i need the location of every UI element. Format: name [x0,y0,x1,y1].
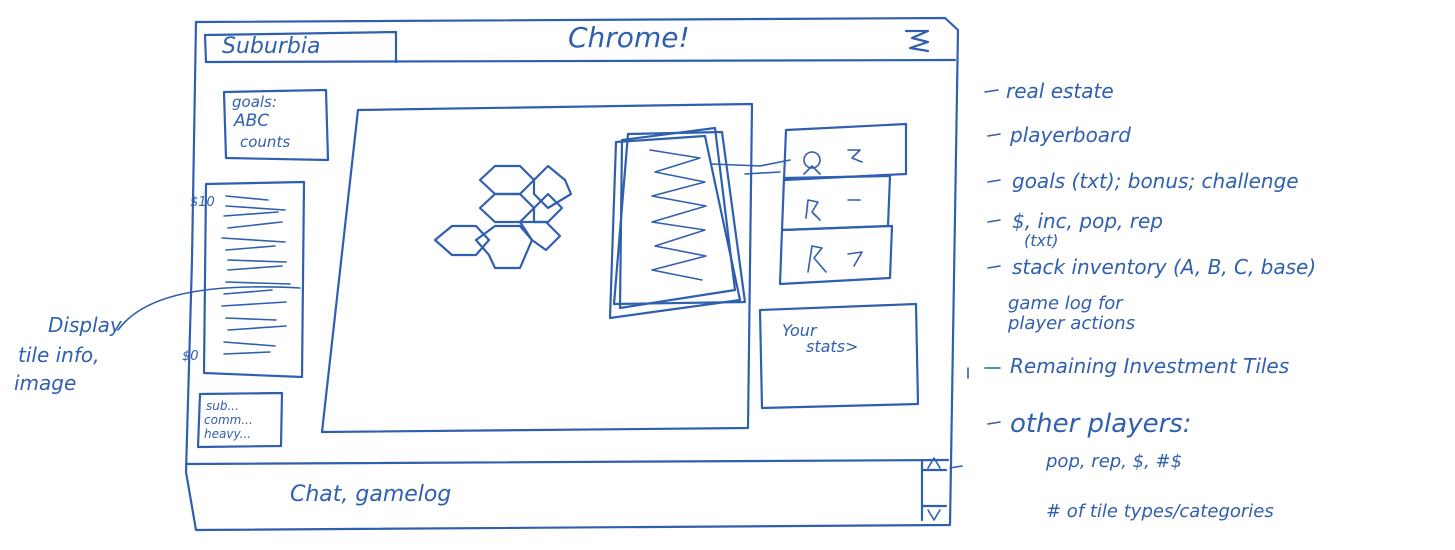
tile-info-line2: comm... [204,413,253,427]
window-title: Chrome! [568,21,690,54]
price-top-label: $10 [190,195,215,210]
board-area-frame [320,102,754,434]
display-tile-note-2: tile info, [18,343,100,367]
note-tile-types: # of tile types/categories [1046,501,1274,522]
note-game-log: game log for [1008,293,1123,314]
note-playerboard: playerboard [1010,123,1131,147]
note-money-stats-txt: (txt) [1024,231,1059,250]
note-stack-inventory: stack inventory (A, B, C, base) [1012,255,1317,279]
stats-label-line2: stats> [806,337,859,356]
stats-panel-frame [758,302,920,410]
price-track-markers [221,195,291,355]
tile-info-line1: sub... [206,399,239,413]
annotation-bullets [949,89,1001,469]
note-other-players: other players: [1010,409,1192,439]
goals-abc: ABC [234,111,270,131]
playerboard-cards[interactable] [778,122,908,286]
goals-label: goals: [232,93,277,111]
chat-gamelog-label: Chat, gamelog [290,482,452,507]
note-other-players-stats: pop, rep, $, #$ [1046,451,1183,472]
note-player-actions: player actions [1008,313,1136,334]
goals-panel-frame [222,88,330,162]
display-tile-leader [117,286,301,331]
scroll-down-arrow-icon[interactable] [927,509,941,521]
note-remaining-investment: Remaining Investment Tiles [1010,354,1290,378]
hamburger-menu-icon[interactable] [904,29,930,53]
market-arrow [711,159,791,175]
real-estate-scribble [649,149,707,281]
chat-area-frame [184,458,950,466]
note-goals: goals (txt); bonus; challenge [1012,169,1299,193]
display-tile-note-1: Display [48,313,122,337]
hex-tile-grid[interactable] [433,164,573,270]
note-money-stats: $, inc, pop, rep [1012,209,1163,233]
real-estate-stack[interactable] [608,126,747,320]
goals-counts: counts [240,133,291,151]
tile-info-line3: heavy... [204,427,252,441]
price-track-frame [202,180,306,379]
price-bottom-label: $0 [182,349,199,364]
note-real-estate: real estate [1006,79,1114,103]
player-avatars [803,149,863,273]
suburbia-tab-frame[interactable] [203,30,398,64]
suburbia-tab[interactable]: Suburbia [222,34,321,59]
tile-info-frame [196,391,284,449]
chat-scrollbar[interactable] [920,458,948,522]
browser-window-frame [184,16,960,532]
scroll-up-arrow-icon[interactable] [927,457,941,469]
display-tile-note-3: image [14,371,77,395]
stats-label-line1: Your [782,321,817,340]
title-bar-divider [204,58,957,64]
